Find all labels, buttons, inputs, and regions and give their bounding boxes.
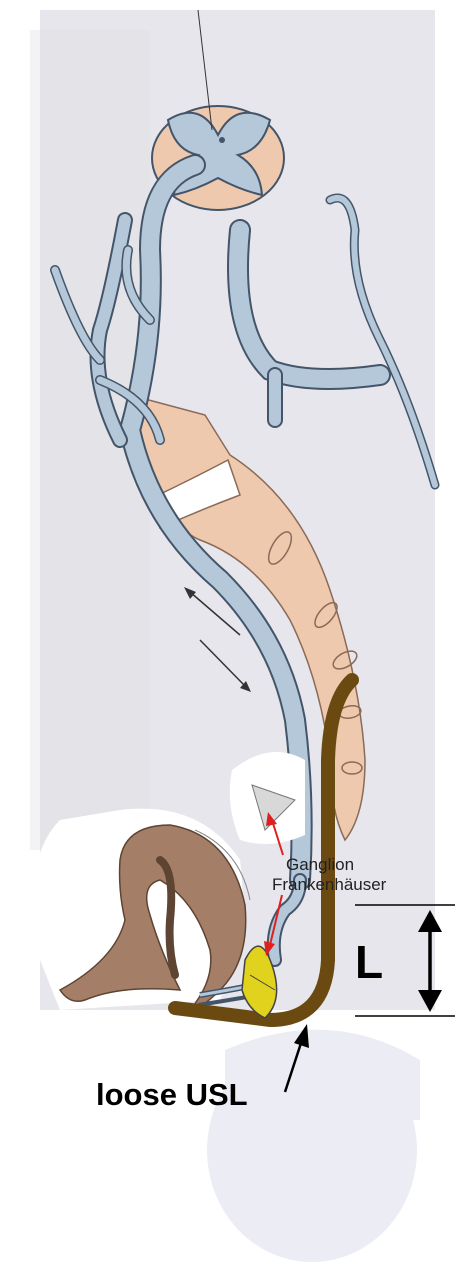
- length-label: L: [355, 936, 383, 988]
- loose-usl-label: loose USL: [96, 1077, 248, 1112]
- bladder-ghost-top: [225, 1030, 420, 1120]
- ganglion-label-line2: Frankenhäuser: [272, 875, 387, 894]
- ganglion-label-line1: Ganglion: [286, 855, 354, 874]
